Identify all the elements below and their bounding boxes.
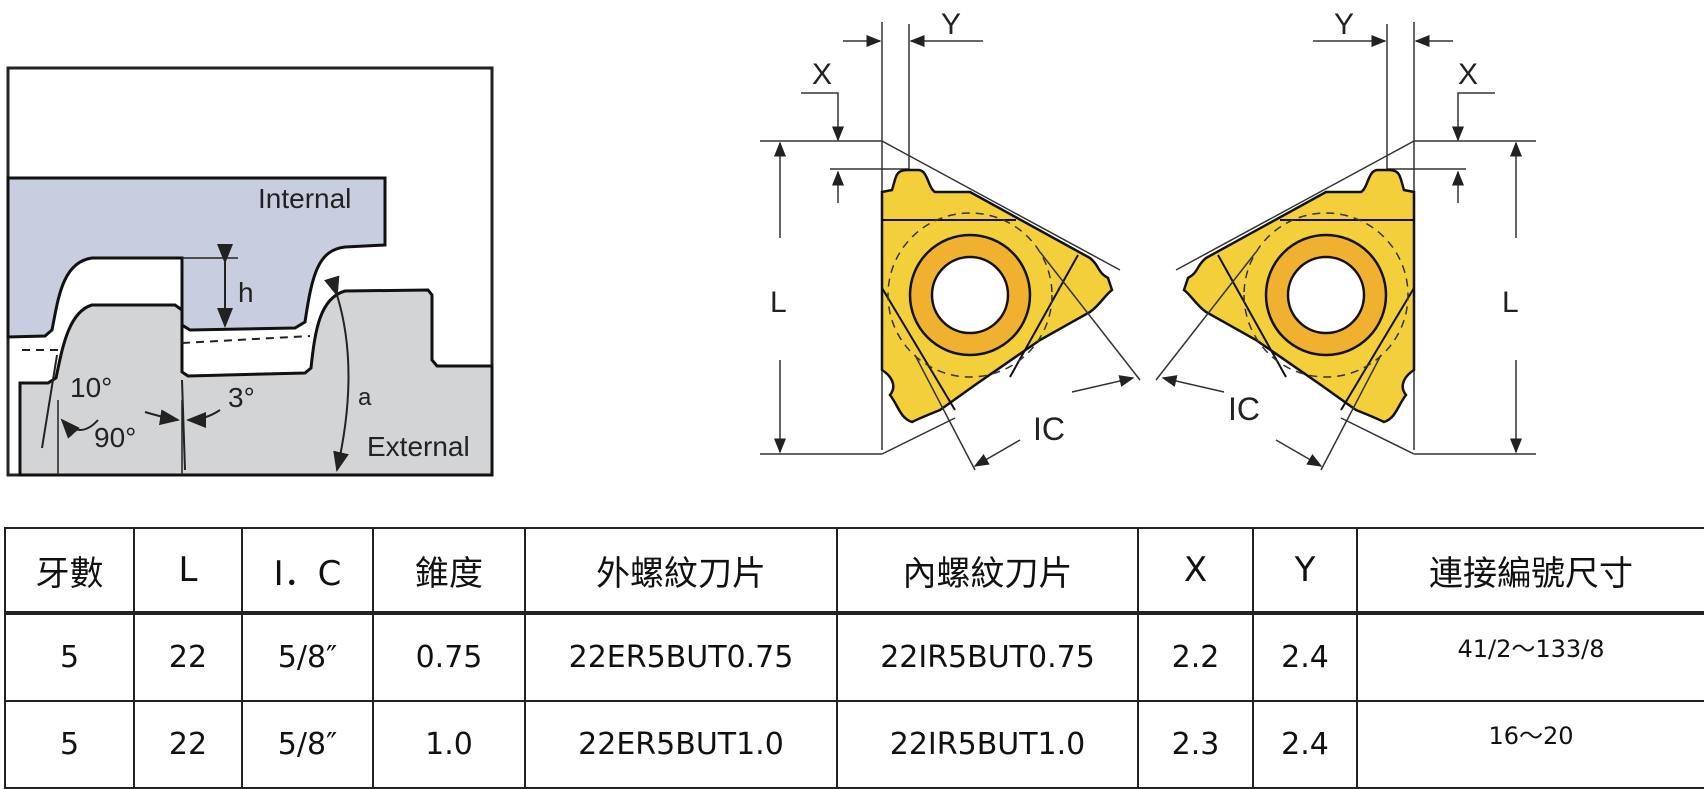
external-insert-drawing	[760, 22, 1141, 471]
header-x: X	[1137, 527, 1254, 615]
header-connection-size: 連接編號尺寸	[1356, 527, 1704, 615]
header-teeth: 牙數	[4, 527, 135, 615]
angle-3-label: 3°	[228, 382, 255, 413]
y-label-left: Y	[941, 8, 961, 41]
header-internal-insert: 內螺紋刀片	[836, 527, 1139, 615]
x-label-right: X	[1458, 58, 1478, 91]
table-row: 5 22 5/8″ 1.0 22ER5BUT1.0 22IR5BUT1.0 2.…	[4, 700, 1704, 789]
x-label-left: X	[812, 58, 832, 91]
cell-external-insert: 22ER5BUT1.0	[524, 700, 838, 789]
cell-internal-insert: 22IR5BUT1.0	[836, 700, 1139, 789]
cell-x: 2.2	[1137, 612, 1254, 702]
cell-y: 2.4	[1252, 700, 1358, 789]
cell-taper: 1.0	[372, 700, 526, 789]
insert-spec-table: 牙數 L I．C 錐度 外螺紋刀片 內螺紋刀片 X Y 連接編號尺寸 5 22 …	[4, 527, 1704, 789]
external-label: External	[367, 431, 470, 462]
internal-insert-drawing	[1156, 22, 1536, 470]
header-y: Y	[1252, 527, 1358, 615]
diagrams: Internal h 10° 3° 90° a External Y X	[6, 8, 1704, 477]
cell-ic: 5/8″	[241, 612, 374, 702]
y-label-right: Y	[1334, 8, 1354, 41]
internal-label: Internal	[258, 183, 351, 214]
external-thread-shape	[18, 288, 494, 477]
header-external-insert: 外螺紋刀片	[524, 527, 838, 615]
l-label-left: L	[770, 286, 787, 319]
ic-label-right: IC	[1228, 391, 1260, 427]
l-label-right: L	[1502, 286, 1519, 319]
cell-teeth: 5	[4, 700, 135, 789]
cell-internal-insert: 22IR5BUT0.75	[836, 612, 1139, 702]
cell-ic: 5/8″	[241, 700, 374, 789]
cell-external-insert: 22ER5BUT0.75	[524, 612, 838, 702]
table-row: 5 22 5/8″ 0.75 22ER5BUT0.75 22IR5BUT0.75…	[4, 612, 1704, 702]
h-label: h	[238, 277, 254, 308]
header-ic: I．C	[241, 527, 374, 615]
a-label: a	[358, 384, 372, 411]
cell-taper: 0.75	[372, 612, 526, 702]
angle-10-label: 10°	[70, 372, 112, 403]
angle-90-label: 90°	[94, 422, 136, 453]
cell-connection-size: 41/2～133/8	[1356, 612, 1704, 702]
thread-profile-diagram: Internal h 10° 3° 90° a External	[6, 66, 494, 477]
cell-teeth: 5	[4, 612, 135, 702]
cell-l: 22	[133, 700, 243, 789]
header-l: L	[133, 527, 243, 615]
cell-connection-size: 16～20	[1356, 700, 1704, 789]
cell-y: 2.4	[1252, 612, 1358, 702]
cell-l: 22	[133, 612, 243, 702]
cell-x: 2.3	[1137, 700, 1254, 789]
ic-label-left: IC	[1033, 411, 1065, 447]
table-header-row: 牙數 L I．C 錐度 外螺紋刀片 內螺紋刀片 X Y 連接編號尺寸	[4, 527, 1704, 615]
header-taper: 錐度	[372, 527, 526, 615]
